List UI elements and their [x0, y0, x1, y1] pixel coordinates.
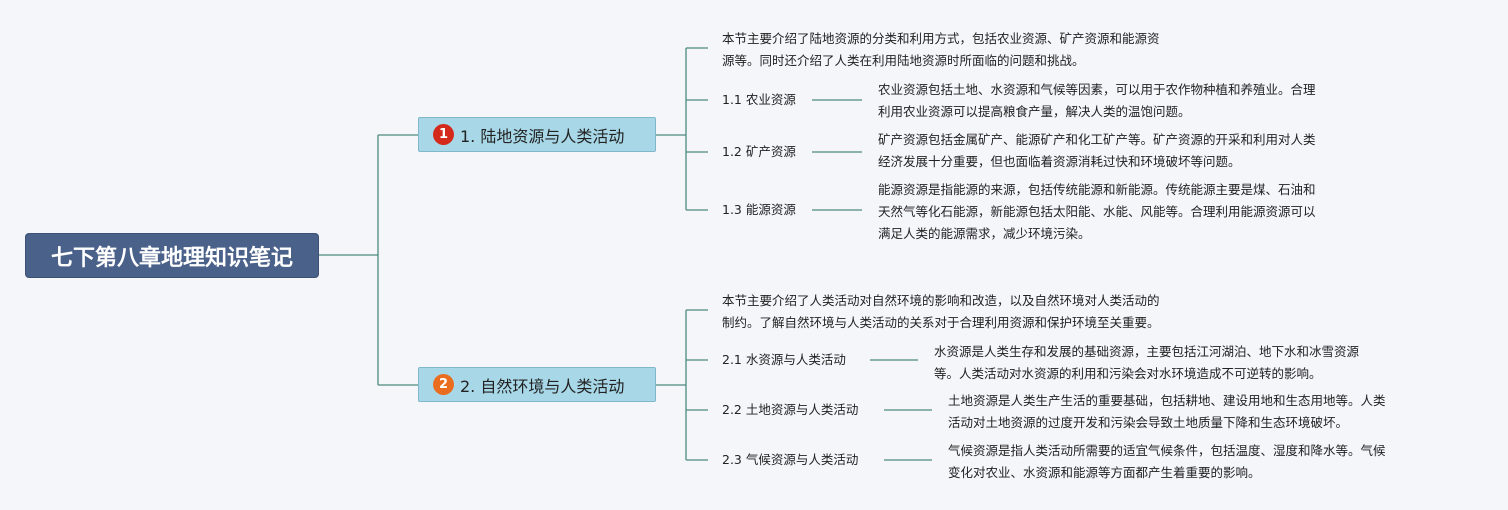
branch-summary: 本节主要介绍了人类活动对自然环境的影响和改造，以及自然环境对人类活动的 制约。了…: [722, 293, 1160, 330]
subtopic-label[interactable]: 1.1 农业资源: [722, 92, 796, 107]
root-node[interactable]: 七下第八章地理知识笔记: [26, 234, 318, 277]
subtopic-label[interactable]: 2.3 气候资源与人类活动: [722, 452, 859, 467]
root-title: 七下第八章地理知识笔记: [50, 245, 293, 271]
subtopic-description: 水资源是人类生存和发展的基础资源，主要包括江河湖泊、地下水和冰雪资源 等。人类活…: [934, 344, 1360, 381]
subtopic-label[interactable]: 2.1 水资源与人类活动: [722, 352, 846, 367]
branch-node-2[interactable]: 2 2. 自然环境与人类活动: [418, 367, 656, 402]
priority-2-badge: 2: [433, 374, 454, 395]
subtopic-description: 矿产资源包括金属矿产、能源矿产和化工矿产等。矿产资源的开采和利用对人类 经济发展…: [878, 132, 1316, 169]
subtopic-description: 农业资源包括土地、水资源和气候等因素，可以用于农作物种植和养殖业。合理 利用农业…: [878, 82, 1316, 119]
subtopic-description: 气候资源是指人类活动所需要的适宜气候条件，包括温度、湿度和降水等。气候 变化对农…: [948, 443, 1386, 480]
branch-node-1[interactable]: 1 1. 陆地资源与人类活动: [418, 117, 656, 152]
subtopic-label[interactable]: 2.2 土地资源与人类活动: [722, 402, 859, 417]
priority-1-badge: 1: [433, 124, 454, 145]
branch-title: 2. 自然环境与人类活动: [460, 376, 625, 396]
subtopic-description: 能源资源是指能源的来源，包括传统能源和新能源。传统能源主要是煤、石油和 天然气等…: [878, 182, 1316, 241]
subtopic-label[interactable]: 1.3 能源资源: [722, 202, 796, 217]
branch-summary: 本节主要介绍了陆地资源的分类和利用方式，包括农业资源、矿产资源和能源资 源等。同…: [722, 31, 1160, 68]
subtopic-label[interactable]: 1.2 矿产资源: [722, 144, 796, 159]
branch-title: 1. 陆地资源与人类活动: [460, 126, 625, 146]
subtopic-description: 土地资源是人类生产生活的重要基础，包括耕地、建设用地和生态用地等。人类 活动对土…: [948, 393, 1386, 430]
